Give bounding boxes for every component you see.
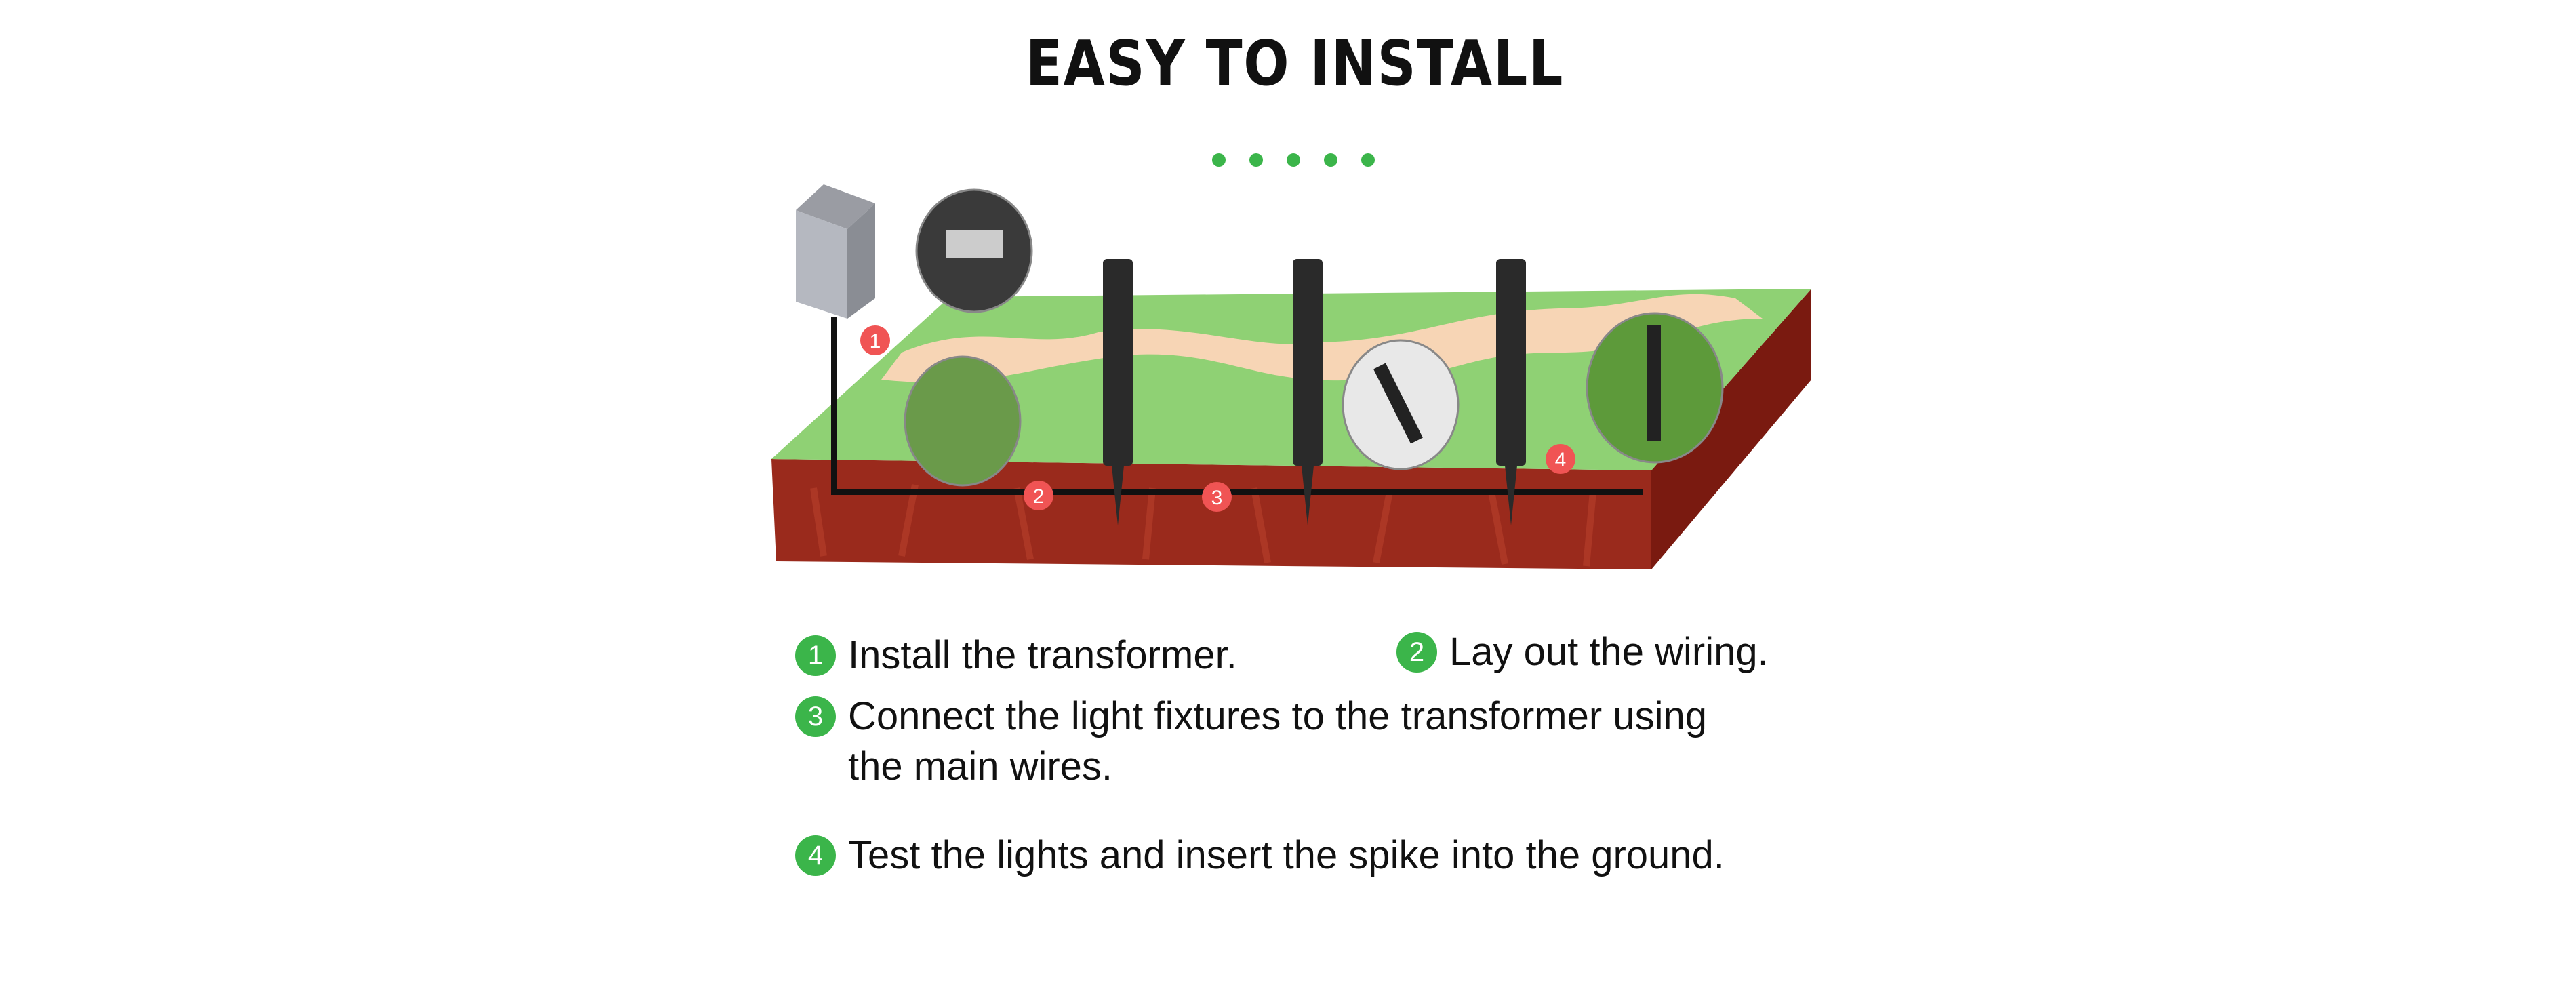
- soil-texture: [810, 484, 1596, 567]
- step-4: 4 Test the lights and insert the spike i…: [795, 830, 1725, 881]
- light-stake: [1103, 259, 1133, 466]
- dot: [1212, 153, 1226, 167]
- step-3: 3 Connect the light fixtures to the tran…: [795, 691, 1707, 792]
- dot: [1361, 153, 1375, 167]
- step-text: Install the transformer.: [848, 633, 1237, 677]
- step-number-badge: 3: [795, 696, 836, 737]
- marker-3: 3: [1211, 487, 1223, 509]
- page-title: EASY TO INSTALL: [1025, 27, 1565, 100]
- transformer: [796, 184, 875, 319]
- light-stakes: [1103, 259, 1526, 525]
- marker-2: 2: [1033, 485, 1045, 508]
- step-text: Test the lights and insert the spike int…: [848, 833, 1725, 877]
- step-text: Lay out the wiring.: [1449, 630, 1769, 674]
- main-wire: [831, 317, 1643, 495]
- step-1: 1 Install the transformer.: [795, 630, 1237, 681]
- dot: [1324, 153, 1337, 167]
- soil-front: [771, 459, 1651, 569]
- garden-path: [881, 294, 1763, 383]
- step-text-continued: the main wires.: [848, 744, 1113, 788]
- marker-4: 4: [1555, 449, 1567, 471]
- dot: [1249, 153, 1263, 167]
- callout-wiring: [904, 355, 1022, 487]
- step-text: Connect the light fixtures to the transf…: [848, 694, 1707, 738]
- step-number-badge: 2: [1396, 632, 1437, 673]
- light-stake: [1293, 259, 1323, 466]
- marker-1: 1: [870, 330, 881, 353]
- step-number-badge: 4: [795, 835, 836, 876]
- soil-side: [1651, 289, 1811, 569]
- light-stake: [1496, 259, 1526, 466]
- dot: [1287, 153, 1300, 167]
- decorative-dots: [1212, 153, 1375, 167]
- step-number-badge: 1: [795, 635, 836, 676]
- step-2: 2 Lay out the wiring.: [1396, 627, 1769, 677]
